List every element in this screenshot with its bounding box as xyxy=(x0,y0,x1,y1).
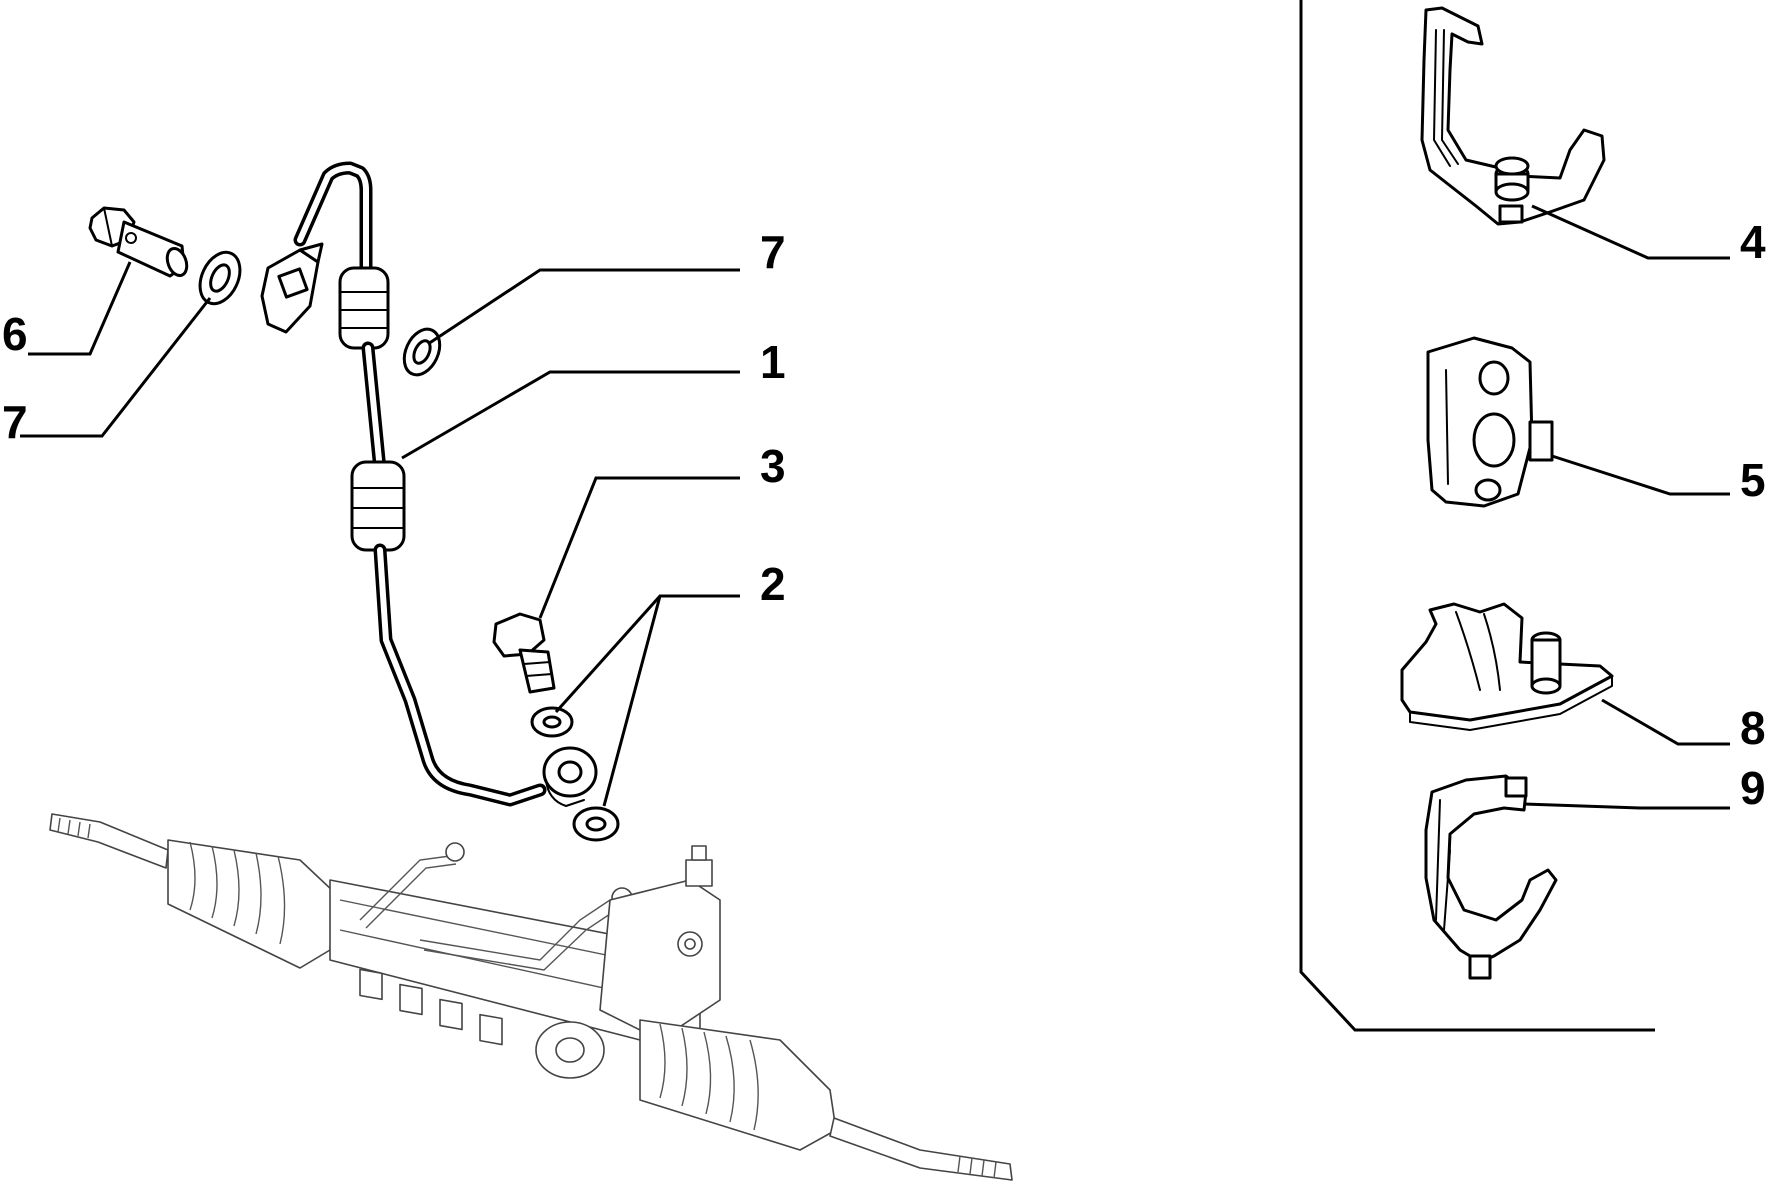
leader-1 xyxy=(401,370,740,460)
leader-2 xyxy=(554,594,740,714)
callout-1: 1 xyxy=(760,336,786,388)
leader-4 xyxy=(1531,204,1730,260)
part-7-washer-left xyxy=(198,250,242,306)
steering-rack-assembly xyxy=(49,813,1013,1181)
callout-4: 4 xyxy=(1740,216,1766,268)
part-6-banjo-bolt xyxy=(88,206,189,278)
callout-9: 9 xyxy=(1740,762,1766,814)
leader-6 xyxy=(28,261,132,356)
callout-labels: 6 7 7 1 3 2 4 5 8 9 xyxy=(2,216,1766,814)
part-8-holder-plate xyxy=(1400,602,1614,731)
callout-7-right: 7 xyxy=(760,226,786,278)
part-5-clip-block xyxy=(1426,336,1554,508)
part-7-washer-right xyxy=(402,327,442,377)
hose-lower-crimp xyxy=(350,460,406,552)
part-3-bolt xyxy=(492,612,556,694)
part-2-washer-upper xyxy=(530,706,574,738)
callout-8: 8 xyxy=(1740,702,1766,754)
hose-top-fitting xyxy=(260,242,324,334)
hose-upper-crimp xyxy=(338,266,390,350)
leader-5 xyxy=(1551,454,1730,496)
hose-banjo-fitting xyxy=(542,746,598,807)
leader-3 xyxy=(538,476,740,619)
part-9-split-ring-clip xyxy=(1424,774,1558,980)
leader-lines xyxy=(20,204,1730,810)
callout-3: 3 xyxy=(760,440,786,492)
part-4-bracket xyxy=(1420,6,1606,226)
leader-8 xyxy=(1601,698,1730,746)
inset-panel-border xyxy=(1299,0,1655,1032)
leader-2-branch xyxy=(602,595,662,807)
callout-5: 5 xyxy=(1740,454,1766,506)
part-2-washer-lower xyxy=(572,806,620,842)
callout-7-left: 7 xyxy=(2,396,28,448)
callout-6: 6 xyxy=(2,308,28,360)
leader-9 xyxy=(1523,802,1730,810)
leader-7-right xyxy=(427,268,740,346)
leader-7-left xyxy=(20,297,212,438)
part-1-pressure-hose xyxy=(260,161,598,807)
callout-2: 2 xyxy=(760,558,786,610)
